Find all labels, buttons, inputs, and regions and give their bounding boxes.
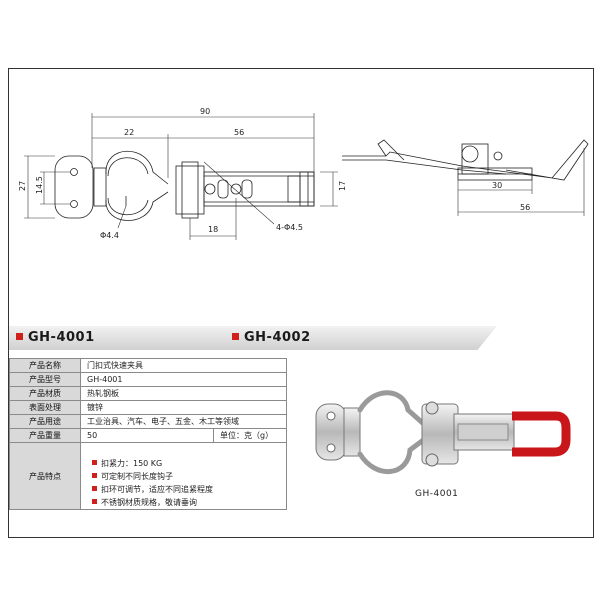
list-item: 不锈钢材质规格，敬请垂询 <box>92 496 213 509</box>
side-lever <box>342 139 589 181</box>
spec-key: 产品用途 <box>9 414 81 429</box>
spec-table: 产品名称 门扣式快速夹具 产品型号 GH-4001 产品材质 热轧钢板 表面处理… <box>9 358 287 510</box>
model-bar <box>9 326 497 350</box>
dim-56-side: 56 <box>520 203 530 212</box>
dim-30: 30 <box>492 181 502 190</box>
bullet-square-icon <box>16 333 23 340</box>
spec-value: 镀锌 <box>80 400 287 415</box>
photo-caption: GH-4001 <box>415 489 459 499</box>
spec-value: GH-4001 <box>80 372 287 387</box>
leader-phi-4-4 <box>117 205 127 229</box>
features-cell <box>80 442 287 510</box>
dim-27: 27 <box>18 181 27 191</box>
bullet-square-icon <box>92 499 97 504</box>
table-row: 产品特点 <box>9 442 287 510</box>
spec-key: 产品材质 <box>9 386 81 401</box>
lever-hole-2 <box>230 183 242 195</box>
lever-body <box>203 171 315 207</box>
bullet-square-icon <box>92 486 97 491</box>
spec-value: 50 <box>80 428 214 443</box>
table-row: 产品用途 工业治具、汽车、电子、五金、木工等领域 <box>9 414 287 429</box>
spec-key: 产品名称 <box>9 358 81 373</box>
side-pivot <box>461 145 479 163</box>
table-row: 产品材质 热轧钢板 <box>9 386 287 401</box>
list-item: 扣环可调节，适应不同追紧程度 <box>92 483 213 496</box>
spec-key: 表面处理 <box>9 400 81 415</box>
table-row: 表面处理 镀锌 <box>9 400 287 415</box>
dim-14-5: 14.5 <box>35 176 44 194</box>
weight-unit: 单位：克（g） <box>213 428 287 443</box>
dim-56-top: 56 <box>234 128 244 137</box>
spec-value: 工业治具、汽车、电子、五金、木工等领域 <box>80 414 287 429</box>
dim-17: 17 <box>338 181 347 191</box>
dim-18: 18 <box>208 225 218 234</box>
spec-key: 产品特点 <box>9 442 81 510</box>
wire-loop-upper <box>105 150 169 185</box>
lever-hinge <box>175 165 205 215</box>
table-row: 产品名称 门扣式快速夹具 <box>9 358 287 373</box>
features-list: 扣紧力：150 KG 可定制不同长度钩子 扣环可调节，适应不同追紧程度 不锈钢材… <box>92 457 213 509</box>
dim-phi-4-4: Φ4.4 <box>100 231 119 240</box>
loop-bar <box>93 167 107 207</box>
dim-4-phi-4-5: 4-Φ4.5 <box>276 223 303 232</box>
bullet-square-icon <box>92 460 97 465</box>
dim-90: 90 <box>200 107 210 116</box>
leader-4-phi <box>203 161 275 225</box>
spec-value: 热轧钢板 <box>80 386 287 401</box>
product-photo <box>315 390 571 474</box>
spec-value: 门扣式快速夹具 <box>80 358 287 373</box>
table-row: 产品重量 50 单位：克（g） <box>9 428 287 443</box>
bullet-square-icon <box>92 473 97 478</box>
list-item: 可定制不同长度钩子 <box>92 470 213 483</box>
list-item: 扣紧力：150 KG <box>92 457 213 470</box>
mount-hole-bottom <box>70 200 78 208</box>
base-plate <box>54 155 94 219</box>
drawing-frame <box>8 68 594 538</box>
lever-hole-1 <box>204 183 216 195</box>
model-gh-4001: GH-4001 <box>16 330 95 345</box>
spec-key: 产品重量 <box>9 428 81 443</box>
spec-key: 产品型号 <box>9 372 81 387</box>
bullet-square-icon <box>232 333 239 340</box>
technical-drawing: 90 22 56 27 14.5 17 18 Φ4.4 4-Φ4.5 30 56 <box>18 107 589 240</box>
dim-22: 22 <box>124 128 134 137</box>
mount-hole-top <box>70 168 78 176</box>
wire-loop-lower <box>105 191 169 221</box>
table-row: 产品型号 GH-4001 <box>9 372 287 387</box>
model-gh-4002: GH-4002 <box>232 330 311 345</box>
